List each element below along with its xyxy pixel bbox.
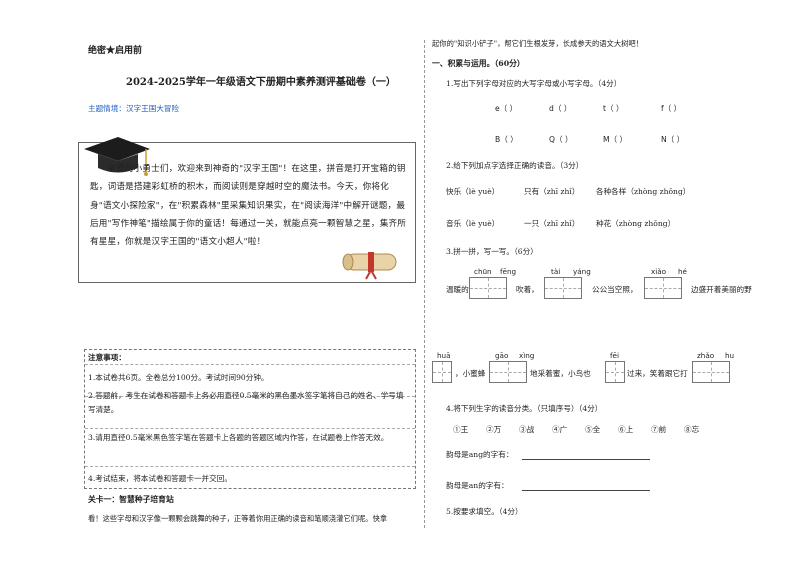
note-item: 2.答题前，考生在试卷和答题卡上务必用直径0.5毫米的黑色墨水签字笔将自己的姓名… — [88, 391, 404, 414]
q4-item: ⑦前 — [651, 425, 667, 434]
pinyin: xìng — [519, 351, 535, 360]
diploma-scroll-icon — [342, 252, 397, 280]
level1-title: 关卡一：智慧种子培育站 — [88, 495, 174, 504]
q3-text: 地采着蜜，小鸟也 — [530, 369, 591, 378]
notes-title: 注意事项： — [88, 353, 126, 362]
pinyin: fēi — [610, 351, 619, 360]
q4-item: ⑧忘 — [684, 425, 700, 434]
pinyin: hu — [725, 351, 735, 360]
level1-text: 看！这些字母和汉字像一颗颗会跳舞的种子，正等着你用正确的读音和笔顺浇灌它们呢。快… — [88, 514, 388, 523]
q2-item: 种花（zhòng zhǒng） — [596, 219, 676, 228]
q4-label: 4.将下列生字的读音分类。（只填序号）（4分） — [446, 404, 603, 413]
q1-item: e（ ） — [495, 104, 518, 113]
notes-box — [84, 349, 416, 489]
intro-box — [78, 142, 416, 283]
pinyin: xiǎo — [651, 267, 667, 276]
q4-ang-label: 韵母是ang的字有： — [446, 450, 514, 459]
q1-item: Q（ ） — [549, 135, 573, 144]
q4-an-label: 韵母是an的字有： — [446, 481, 509, 490]
pinyin: hé — [678, 267, 687, 276]
section-title: 一、积累与运用。（60分） — [432, 59, 525, 68]
pinyin: fēng — [500, 267, 517, 276]
theme-label: 主题情境：汉字王国大冒险 — [88, 104, 180, 113]
q1-item: B（ ） — [495, 135, 518, 144]
note-item: 1.本试卷共6页。全卷总分100分。考试时间90分钟。 — [88, 373, 269, 382]
q3-text: 过来，笑着跟它打 — [627, 369, 688, 378]
graduation-cap-icon — [84, 137, 150, 176]
writing-grid[interactable] — [605, 361, 625, 383]
writing-grid[interactable] — [432, 361, 452, 383]
q4-item: ①王 — [453, 425, 469, 434]
pinyin: chūn — [474, 267, 492, 276]
intro-text: 亲爱的小勇士们，欢迎来到神奇的"汉字王国"！在这里，拼音是打开宝箱的钥匙，词语是… — [90, 164, 407, 248]
q3-text: 吹着， — [516, 285, 539, 294]
pinyin: huā — [437, 351, 451, 360]
q3-text: 公公当空照， — [592, 285, 638, 294]
q1-item: f（ ） — [661, 104, 682, 113]
q2-item: 各种各样（zhòng zhǒng） — [596, 187, 691, 196]
q5-label: 5.按要求填空。（4分） — [446, 507, 523, 516]
q4-item: ⑥上 — [618, 425, 634, 434]
secret-label: 绝密★启用前 — [88, 46, 143, 56]
q4-item: ④广 — [552, 425, 568, 434]
q4-item: ②万 — [486, 425, 502, 434]
q3-text: ，小蜜蜂 — [455, 369, 486, 378]
writing-grid[interactable] — [489, 361, 527, 383]
q3-text: 温暖的 — [446, 285, 469, 294]
note-item: 4.考试结束，将本试卷和答题卡一并交回。 — [88, 474, 232, 483]
note-item: 3.请用直径0.5毫米黑色签字笔在答题卡上各题的答题区域内作答，在试题卷上作答无… — [88, 433, 389, 442]
q2-item: 只有（zhī zhǐ） — [524, 187, 580, 196]
pinyin: yáng — [573, 267, 591, 276]
q2-label: 2.给下列加点字选择正确的读音。（3分） — [446, 161, 584, 170]
q1-item: M（ ） — [603, 135, 628, 144]
right-top-line: 起你的"知识小铲子"，帮它们生根发芽，长成参天的语文大树吧！ — [432, 39, 644, 48]
pinyin: tài — [551, 267, 561, 276]
q3-label: 3.拼一拼，写一写。（6分） — [446, 247, 538, 256]
q1-item: t（ ） — [603, 104, 624, 113]
column-divider — [424, 40, 425, 528]
q3-text: 边盛开着美丽的野 — [691, 285, 752, 294]
q2-item: 音乐（lè yuè） — [446, 219, 500, 228]
q1-label: 1.写出下列字母对应的大写字母或小写字母。（4分） — [446, 79, 622, 88]
q2-item: 快乐（lè yuè） — [446, 187, 500, 196]
q4-item: ③战 — [519, 425, 535, 434]
page-title: 2024-2025学年一年级语文下册期中素养测评基础卷（一） — [126, 77, 396, 88]
answer-line[interactable] — [522, 490, 650, 491]
q1-item: d（ ） — [549, 104, 572, 113]
q4-item: ⑤全 — [585, 425, 601, 434]
pinyin: gāo — [495, 351, 509, 360]
q1-item: N（ ） — [661, 135, 685, 144]
pinyin: zhǎo — [697, 351, 715, 360]
writing-grid[interactable] — [692, 361, 730, 383]
answer-line[interactable] — [522, 459, 650, 460]
q2-item: 一只（zhī zhǐ） — [524, 219, 580, 228]
writing-grid[interactable] — [544, 277, 582, 299]
writing-grid[interactable] — [644, 277, 682, 299]
writing-grid[interactable] — [469, 277, 507, 299]
